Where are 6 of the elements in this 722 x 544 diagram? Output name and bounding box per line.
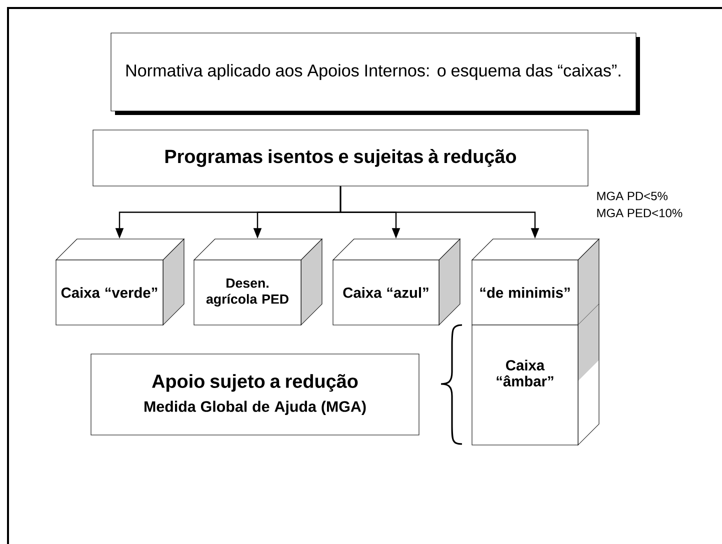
note-text: MGA PED<10% <box>597 208 682 218</box>
title-box: Normativa aplicado aos Apoios Internos: o esquema das “caixas”. <box>110 32 640 115</box>
text-box: Apoio sujeto a redução Medida Global de Ajuda (MGA) <box>90 354 420 436</box>
note-text: MGA PD<5% <box>597 192 668 200</box>
text-box: Programas isentos e sujeitas à redução <box>92 130 588 186</box>
cube-box: Caixa “âmbar” <box>472 304 600 446</box>
